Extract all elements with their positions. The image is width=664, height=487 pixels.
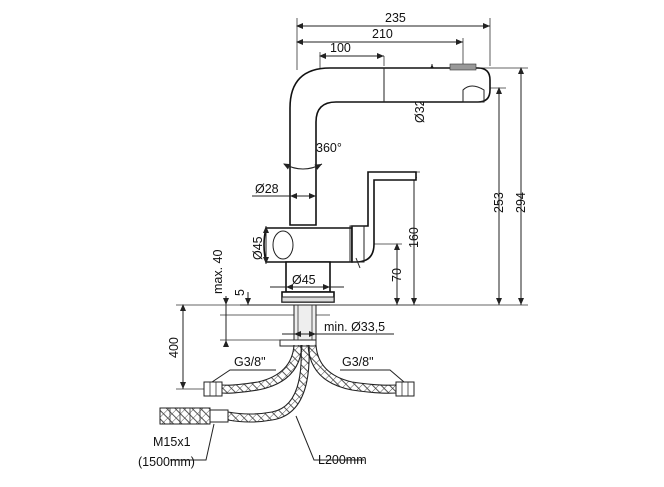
max40-dimension [220, 296, 300, 347]
leader-lines [170, 369, 405, 461]
g38-left-label: G3/8" [234, 355, 266, 369]
mounting-shank [293, 304, 317, 346]
faucet-body [220, 63, 491, 347]
dim-dia45-base-label: Ø45 [292, 273, 316, 287]
top-dimensions [296, 18, 491, 70]
aerator [462, 85, 485, 103]
dim-min33-label: min. Ø33,5 [324, 320, 385, 334]
dim-dia32-label: Ø32 [413, 99, 427, 123]
spout [289, 67, 491, 226]
dim-70-label: 70 [390, 268, 404, 282]
len1500-label: (1500mm) [138, 455, 195, 469]
rotation-360-indicator [283, 163, 323, 170]
dim-dia28-label: Ø28 [255, 182, 279, 196]
len200-label: L200mm [318, 453, 367, 467]
g38-left-fitting [203, 381, 223, 397]
dim-5-label: 5 [233, 289, 247, 296]
h400-dimension [176, 304, 240, 390]
dim-160-label: 160 [407, 227, 421, 248]
dim-100-label: 100 [330, 41, 351, 55]
m15-label: M15x1 [153, 435, 191, 449]
dim-294-label: 294 [514, 192, 528, 213]
dim-400-label: 400 [167, 337, 181, 358]
dim-235-label: 235 [385, 11, 406, 25]
dim-dia45-side-label: Ø45 [251, 236, 265, 260]
dim-253-label: 253 [492, 192, 506, 213]
rotation-360-label: 360° [316, 141, 342, 155]
m15-fitting [159, 407, 229, 425]
dim-max40-label: max. 40 [211, 249, 225, 294]
g38-right-label: G3/8" [342, 355, 374, 369]
g38-right-fitting [395, 381, 415, 397]
supply-hoses [221, 344, 397, 423]
dim-210-label: 210 [372, 27, 393, 41]
